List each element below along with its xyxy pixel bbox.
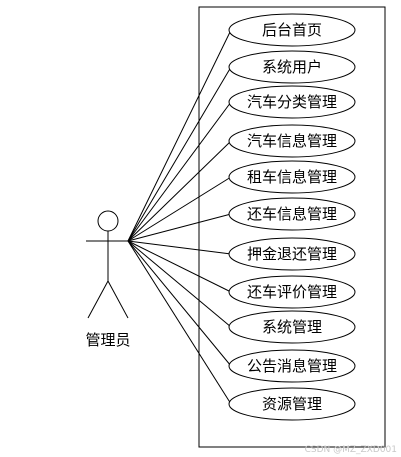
use-case-label: 押金退还管理 [247,245,337,263]
actor-head [97,210,119,232]
use-case-label: 系统用户 [262,58,322,76]
use-case-label: 租车信息管理 [247,168,337,186]
use-case-ellipse [228,197,356,231]
association-line [127,213,232,242]
actor-figure [86,210,130,319]
association-line [127,240,232,293]
use-case-label: 还车评价管理 [247,283,337,301]
association-line [127,29,232,242]
use-case-label: 还车信息管理 [247,205,337,223]
use-case-label: 后台首页 [262,21,322,39]
use-case: 后台首页 [228,13,356,47]
use-case: 还车信息管理 [228,197,356,231]
use-case-ellipse [228,387,356,421]
use-case: 系统用户 [228,50,356,84]
use-case: 资源管理 [228,387,356,421]
use-case-ellipse [228,310,356,344]
use-case-group: 后台首页系统用户汽车分类管理汽车信息管理租车信息管理还车信息管理押金退还管理还车… [228,13,356,421]
association-line [127,66,232,242]
use-case-label: 系统管理 [262,318,322,336]
association-line [127,240,232,255]
association-line [127,176,232,242]
use-case: 还车评价管理 [228,275,356,309]
use-case-ellipse [228,349,356,383]
use-case-ellipse [228,85,356,119]
use-case: 押金退还管理 [228,237,356,271]
use-case-ellipse [228,160,356,194]
use-case-ellipse [228,50,356,84]
use-case-ellipse [228,124,356,158]
system-boundary [198,6,386,448]
use-case-label: 公告消息管理 [247,357,337,375]
actor-right-leg [107,280,129,319]
use-case-label: 汽车分类管理 [247,93,337,111]
association-line [127,140,232,242]
use-case-label: 汽车信息管理 [247,132,337,150]
use-case-ellipse [228,237,356,271]
watermark: CSDN @MZ_ZXD001 [305,445,397,455]
association-line [127,240,232,405]
use-case: 汽车分类管理 [228,85,356,119]
actor-label: 管理员 [85,331,130,349]
use-case: 系统管理 [228,310,356,344]
association-line [127,101,232,242]
use-case: 公告消息管理 [228,349,356,383]
use-case-ellipse [228,275,356,309]
use-case: 汽车信息管理 [228,124,356,158]
association-line [127,240,232,328]
association-line [127,240,232,367]
actor-left-leg [87,280,109,319]
use-case: 租车信息管理 [228,160,356,194]
use-case-ellipse [228,13,356,47]
use-case-label: 资源管理 [262,395,322,413]
association-lines [127,29,232,405]
